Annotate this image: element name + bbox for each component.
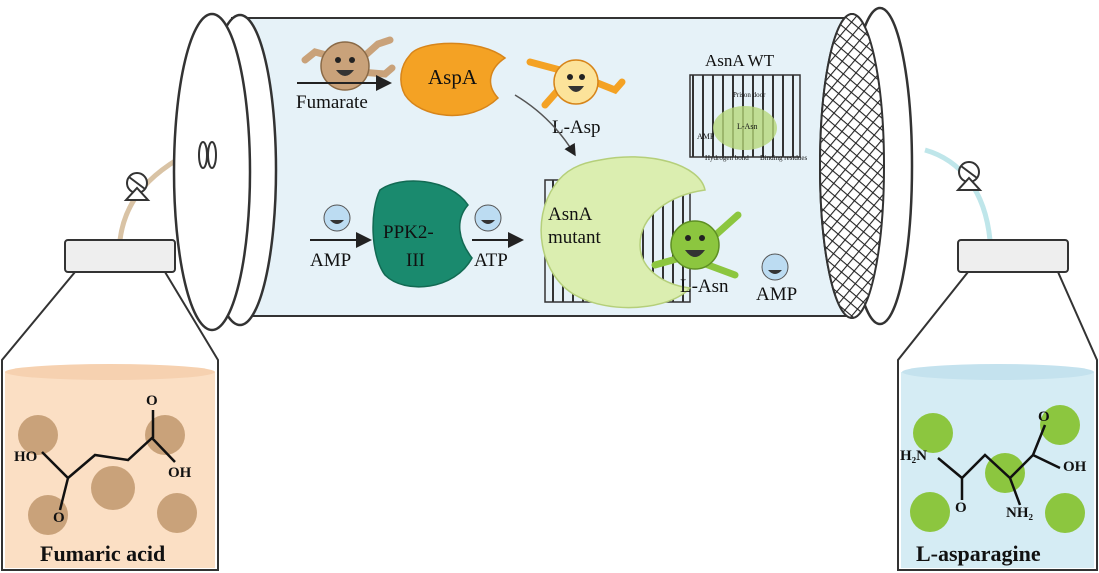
amp-molecule-icon	[323, 204, 351, 232]
asp-to-asna-arrow	[514, 94, 576, 157]
inset-hbond-label: Hydrogen bond	[705, 154, 749, 162]
asparagine-nh2: NH₂	[1006, 505, 1034, 521]
amp-out-label: AMP	[756, 284, 797, 305]
aspa-enzyme	[400, 42, 507, 117]
right-bottle-label: L-asparagine	[916, 541, 1041, 566]
asparagine-oh: OH	[1063, 459, 1087, 475]
right-bottle: H₂N NH₂ OH O O L-asparagine	[897, 239, 1098, 571]
inset-residue-label: Binding residues	[760, 154, 808, 162]
fumaric-ho: HO	[14, 449, 37, 465]
asna-label-line2: mutant	[548, 227, 601, 248]
ppk2-enzyme	[372, 180, 473, 288]
atp-label: ATP	[474, 250, 508, 271]
l-asp-label: L-Asp	[552, 117, 601, 138]
l-asn-label: L-Asn	[680, 276, 729, 297]
inset-amp-label: AMP	[697, 132, 715, 141]
left-bottle: HO OH O O Fumaric acid	[1, 239, 219, 571]
inset-title: AsnA WT	[705, 51, 775, 70]
fumaric-o-bottom: O	[53, 510, 65, 526]
fumaric-skeleton	[41, 410, 176, 511]
right-valve-icon[interactable]	[955, 161, 983, 191]
asna-mutant-enzyme	[540, 156, 706, 309]
inset-door-label: Prison door	[733, 91, 766, 99]
right-tubing	[924, 147, 993, 241]
left-valve-icon[interactable]	[123, 172, 151, 201]
inset-asn-label: L-Asn	[737, 122, 757, 131]
ppk2-label-line1: PPK2-	[383, 222, 434, 243]
asparagine-h2n: H₂N	[900, 448, 927, 464]
ppk2-label-line2: III	[406, 250, 425, 271]
asparagine-skeleton	[937, 424, 1061, 506]
amp-out-icon	[761, 253, 789, 281]
asna-label-line1: AsnA	[548, 204, 593, 225]
l-asp-molecule-icon	[526, 58, 626, 109]
asparagine-o-top: O	[1038, 409, 1050, 425]
asparagine-o-bottom: O	[955, 500, 967, 516]
l-asn-molecule-icon	[651, 211, 742, 279]
asna-wt-inset: AsnA WT Prison door AMP L-Asn Hydrogen b…	[689, 51, 808, 162]
atp-molecule-icon	[474, 204, 502, 232]
amp-in-label: AMP	[310, 250, 351, 271]
fumarate-label: Fumarate	[296, 92, 368, 113]
left-bottle-label: Fumaric acid	[40, 541, 165, 566]
fumarate-molecule-icon	[301, 36, 396, 91]
aspa-label: AspA	[428, 65, 478, 89]
inlet-cap-front	[172, 12, 252, 332]
fumaric-o-top: O	[146, 393, 158, 409]
reactor-tube	[172, 6, 914, 332]
fumaric-oh: OH	[168, 465, 192, 481]
